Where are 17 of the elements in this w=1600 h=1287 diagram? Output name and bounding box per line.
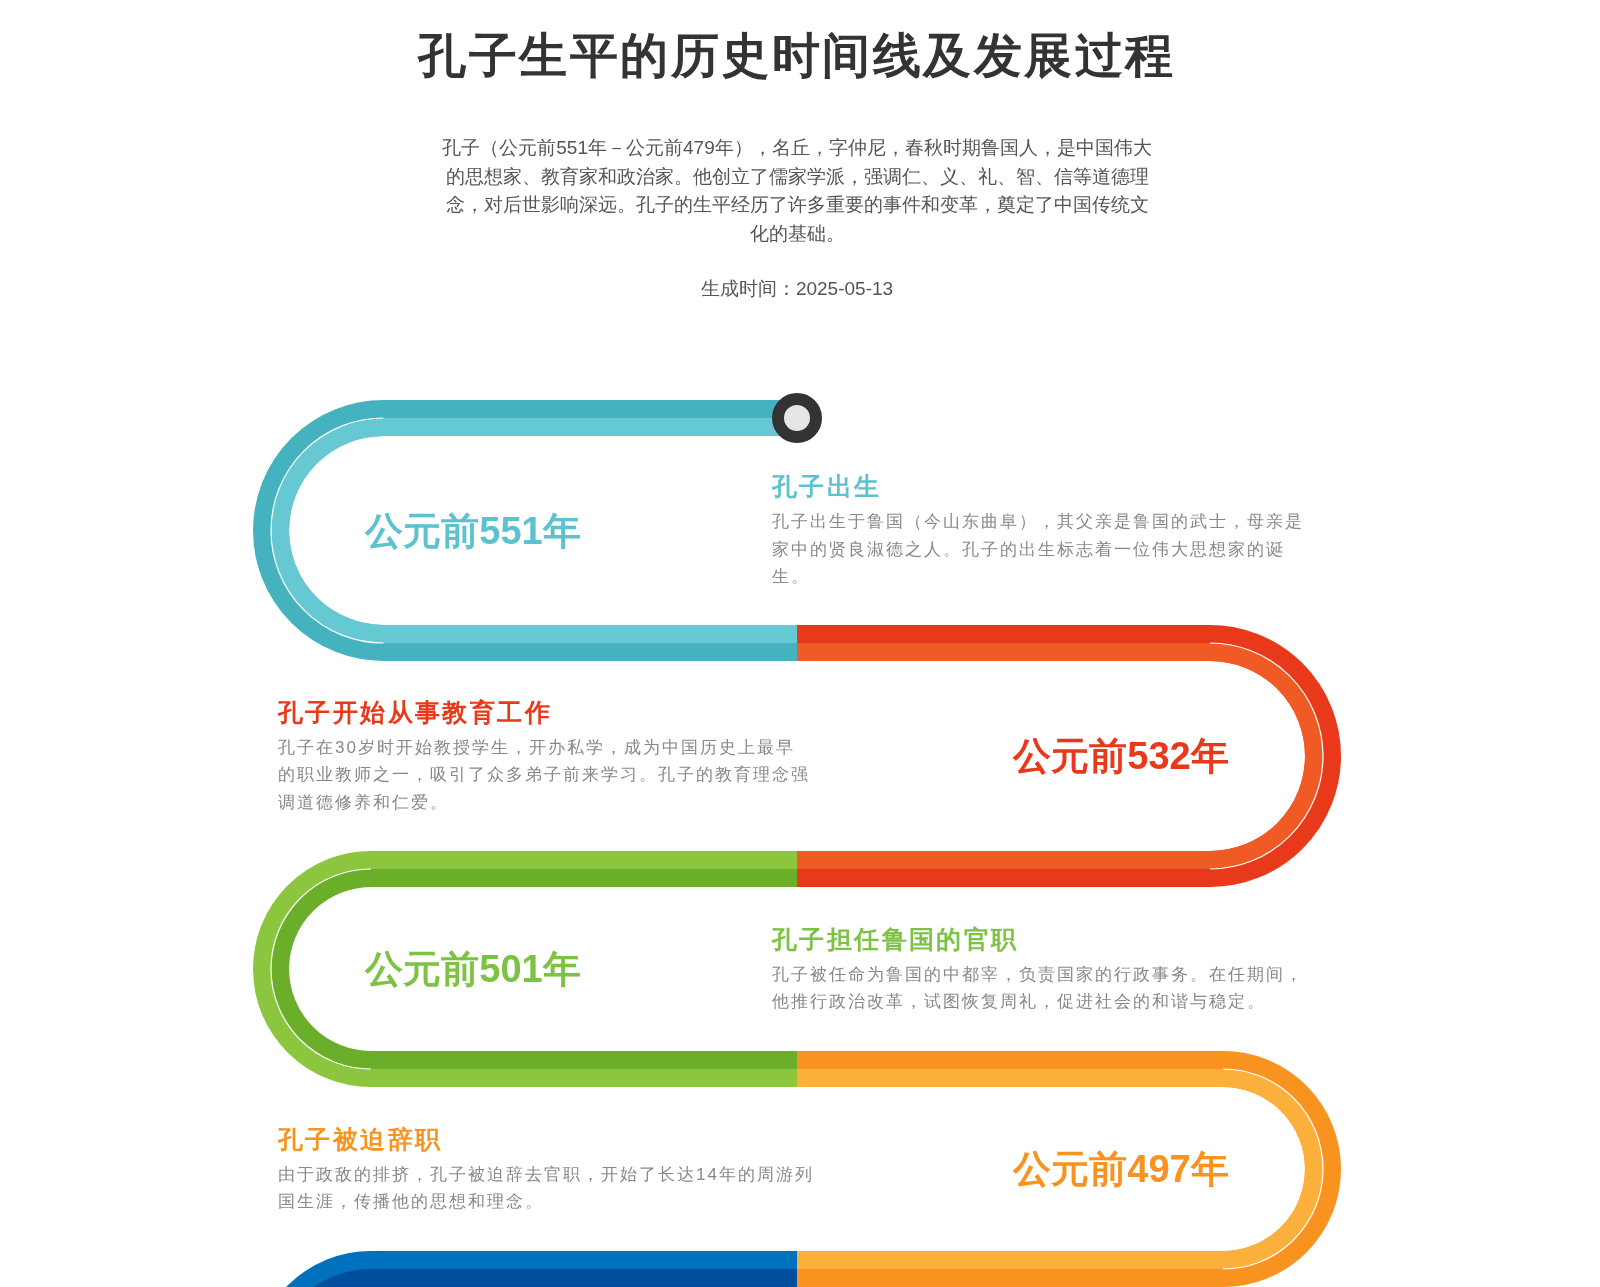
event-description: 由于政敌的排挤，孔子被迫辞去官职，开始了长达14年的周游列国生涯，传播他的思想和理念。 [278,1163,815,1213]
year-label: 公元前532年 [1013,734,1229,779]
generation-date: 生成时间：2025-05-13 [700,277,894,301]
event-description: 孔子出生于鲁国（今山东曲阜），其父亲是鲁国的武士，母亲是家中的贤良淑德之人。孔子的出生标志着一位伟大思想家的诞生。 [772,511,1305,589]
event-title: 孔子开始从事教育工作 [278,696,552,728]
year-label: 公元前551年 [365,508,581,554]
title: 孔子生平的历史时间线及发展过程 [418,28,1176,84]
event-title: 孔子被迫辞职 [278,1123,443,1155]
event-title: 孔子担任鲁国的官职 [772,923,1019,955]
timeline-band [286,1251,797,1287]
timeline-band [797,1051,1341,1287]
event-description: 孔子在30岁时开始教授学生，开办私学，成为中国历史上最早的职业教师之一，吸引了众多弟子前来学习。孔子的教育理念强调道德修养和仁爱。 [278,736,811,814]
intro-paragraph: 孔子（公元前551年－公元前479年），名丘，字仲尼，春秋时期鲁国人，是中国伟大的思想家、教育家和政治家。他创立了儒家学派，强调仁、义、礼、智、信等道德理念，对后世影响深远。孔子的生平经历了许多重要的事件和变革，奠定了中国传统文化的基础。 [441,136,1153,246]
event-description: 孔子被任命为鲁国的中都宰，负责国家的行政事务。在任期间，他推行政治改革，试图恢复周礼，促进社会的和谐与稳定。 [772,963,1305,1013]
year-label: 公元前497年 [1013,1147,1229,1192]
event-title: 孔子出生 [772,471,882,503]
year-label: 公元前501年 [365,947,581,992]
